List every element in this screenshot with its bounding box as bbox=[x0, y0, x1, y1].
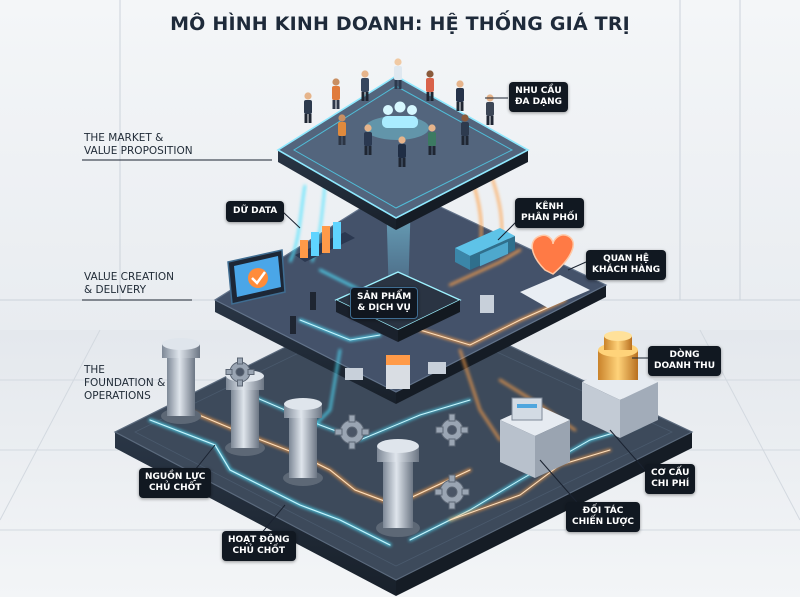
monitor-check-icon bbox=[227, 249, 286, 305]
callout-activities: HOẠT ĐỘNG CHỦ CHỐT bbox=[222, 531, 296, 561]
customer-hologram bbox=[365, 101, 429, 140]
section-label-foundation: THE FOUNDATION & OPERATIONS bbox=[84, 364, 166, 402]
activity-gears bbox=[225, 357, 470, 510]
callout-relationships: QUAN HỆ KHÁCH HÀNG bbox=[586, 250, 667, 280]
gear-icon bbox=[225, 357, 255, 387]
partner-server-icon bbox=[500, 397, 570, 478]
person-figure bbox=[364, 124, 372, 155]
heart-icon bbox=[520, 234, 590, 308]
market-people bbox=[304, 58, 494, 167]
person-figure bbox=[461, 114, 469, 145]
revenue-stack-icon bbox=[582, 331, 658, 438]
person-figure bbox=[428, 124, 436, 155]
callout-cost: CƠ CẤU CHI PHÍ bbox=[645, 464, 696, 494]
small-servers bbox=[290, 292, 494, 389]
data-chart-icon bbox=[295, 222, 355, 262]
pillar-icon bbox=[283, 398, 323, 486]
pillar-icon bbox=[376, 439, 420, 537]
person-figure bbox=[398, 136, 406, 167]
resource-pillars bbox=[161, 338, 420, 537]
person-figure bbox=[338, 114, 346, 145]
callout-resources: NGUỒN LỰC CHỦ CHỐT bbox=[139, 468, 212, 498]
pillar-icon bbox=[161, 338, 201, 424]
pillar-icon bbox=[225, 370, 265, 456]
person-figure bbox=[394, 58, 402, 89]
gear-icon bbox=[334, 414, 370, 450]
person-figure bbox=[486, 94, 494, 125]
diagram-title: MÔ HÌNH KINH DOANH: HỆ THỐNG GIÁ TRỊ bbox=[170, 13, 630, 35]
callout-product: SẢN PHẨM & DỊCH VỤ bbox=[350, 287, 419, 319]
callout-channels: KÊNH PHÂN PHỐI bbox=[515, 198, 584, 228]
gear-icon bbox=[435, 413, 469, 447]
gear-icon bbox=[434, 474, 470, 510]
person-figure bbox=[426, 70, 434, 101]
person-figure bbox=[332, 78, 340, 109]
person-figure bbox=[304, 92, 312, 123]
person-figure bbox=[361, 70, 369, 101]
callout-revenue: DÒNG DOANH THU bbox=[648, 346, 722, 376]
leader-lines bbox=[82, 97, 648, 536]
section-label-market: THE MARKET & VALUE PROPOSITION bbox=[84, 132, 193, 157]
person-figure bbox=[456, 80, 464, 111]
callout-partners: ĐỐI TÁC CHIẾN LƯỢC bbox=[566, 502, 641, 532]
foundation-platform bbox=[113, 291, 694, 596]
callout-needs: NHU CẦU ĐA DẠNG bbox=[509, 82, 568, 112]
section-label-creation: VALUE CREATION & DELIVERY bbox=[84, 271, 174, 296]
channel-truck-icon bbox=[455, 228, 515, 270]
callout-data: DỮ DATA bbox=[226, 201, 285, 222]
